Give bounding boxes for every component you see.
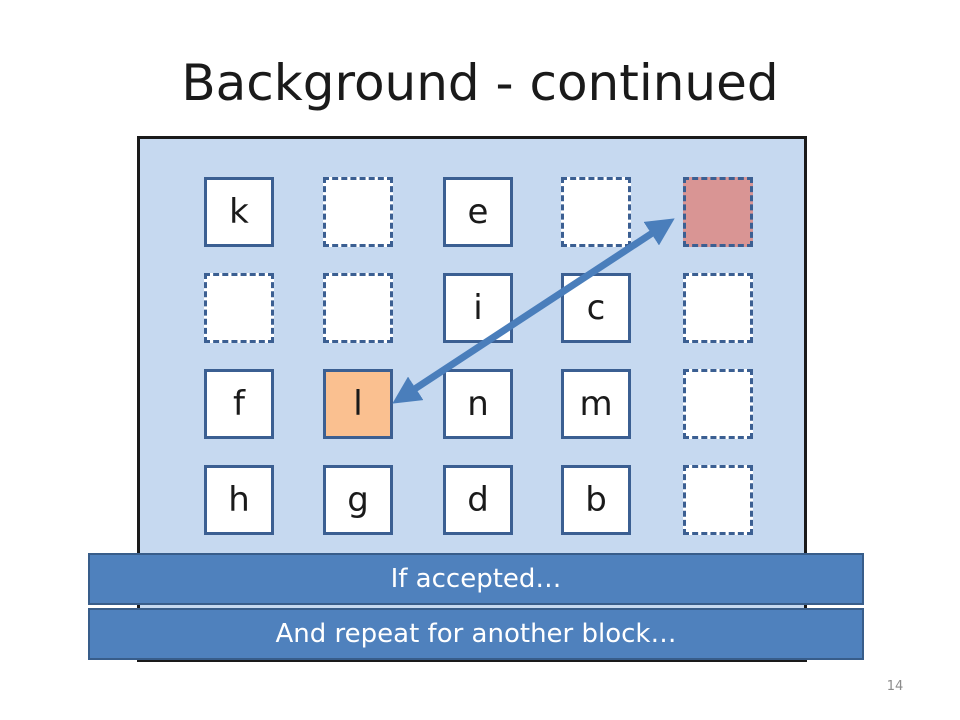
grid-cell-r4-c5 xyxy=(683,465,753,535)
grid-cell-r1-c3: e xyxy=(443,177,513,247)
grid-cell-r1-c5 xyxy=(683,177,753,247)
repeat-banner: And repeat for another block… xyxy=(88,608,864,660)
grid-cell-r3-c4: m xyxy=(561,369,631,439)
grid-cell-r4-c1: h xyxy=(204,465,274,535)
if-accepted-banner: If accepted… xyxy=(88,553,864,605)
grid-cell-r1-c1: k xyxy=(204,177,274,247)
grid-cell-r2-c5 xyxy=(683,273,753,343)
grid-cell-r1-c2 xyxy=(323,177,393,247)
grid-cell-r3-c3: n xyxy=(443,369,513,439)
grid-cell-r4-c4: b xyxy=(561,465,631,535)
grid-cell-r2-c3: i xyxy=(443,273,513,343)
grid-cell-r1-c4 xyxy=(561,177,631,247)
grid-cell-r3-c1: f xyxy=(204,369,274,439)
grid-cell-r3-c2: l xyxy=(323,369,393,439)
grid-cell-r2-c4: c xyxy=(561,273,631,343)
slide-title: Background - continued xyxy=(181,54,779,112)
grid-cell-r4-c2: g xyxy=(323,465,393,535)
grid-cell-r3-c5 xyxy=(683,369,753,439)
grid-cell-r2-c2 xyxy=(323,273,393,343)
slide-number: 14 xyxy=(886,679,904,694)
grid-cell-r2-c1 xyxy=(204,273,274,343)
grid-cell-r4-c3: d xyxy=(443,465,513,535)
